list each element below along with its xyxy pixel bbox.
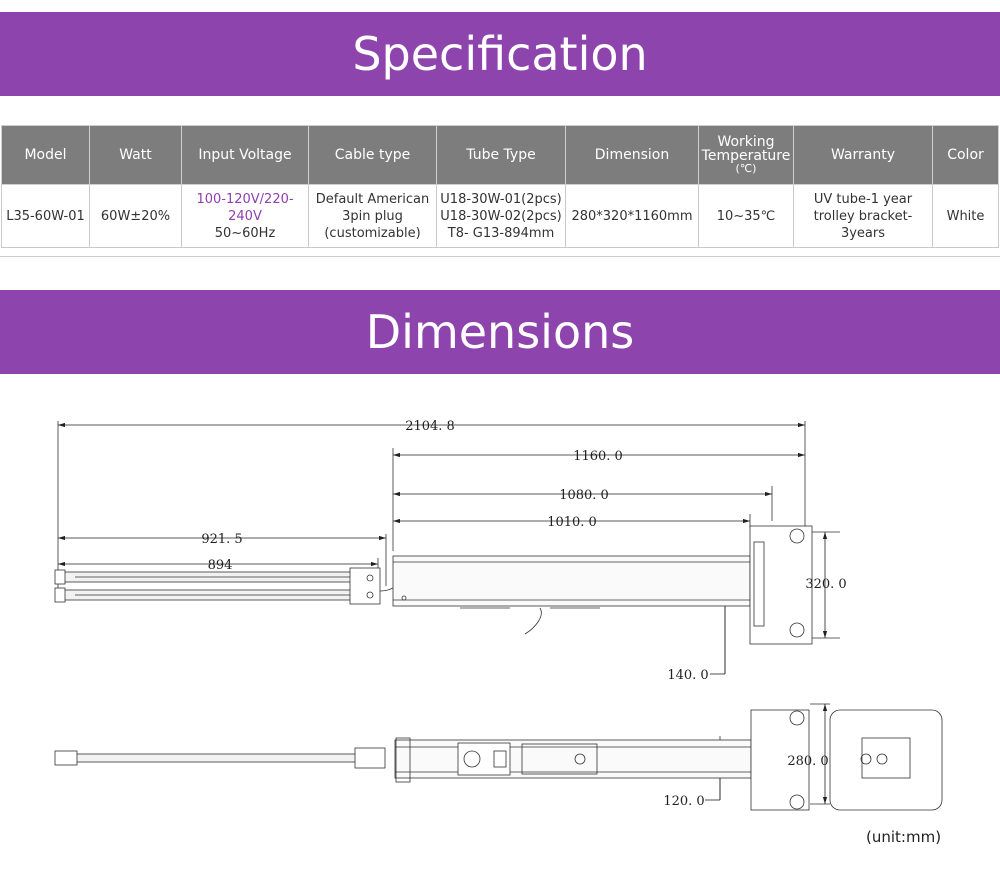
dim-overall-length: 2104. 8 xyxy=(405,419,455,434)
dim-921: 921. 5 xyxy=(201,532,242,547)
header-warranty: Warranty xyxy=(793,125,933,185)
cell-cable-line2: 3pin plug xyxy=(342,208,403,224)
divider-line xyxy=(0,256,1000,257)
table-header-row: Model Watt Input Voltage Cable type Tube… xyxy=(1,125,999,185)
cell-color: White xyxy=(932,184,999,248)
cell-tube: U18-30W-01(2pcs) U18-30W-02(2pcs) T8- G1… xyxy=(436,184,566,248)
specification-banner: Specification xyxy=(0,12,1000,96)
dim-280: 280. 0 xyxy=(787,754,828,769)
cell-cable-line3: (customizable) xyxy=(324,225,421,241)
cell-temperature: 10~35℃ xyxy=(698,184,794,248)
dim-120: 120. 0 xyxy=(663,794,704,809)
dim-1080: 1080. 0 xyxy=(559,488,609,503)
cell-tube-line1: U18-30W-01(2pcs) xyxy=(440,191,562,207)
cell-tube-line2: U18-30W-02(2pcs) xyxy=(440,208,562,224)
cell-cable-line1: Default American xyxy=(315,191,430,207)
header-cable: Cable type xyxy=(308,125,437,185)
header-dimension: Dimension xyxy=(565,125,699,185)
header-voltage: Input Voltage xyxy=(181,125,309,185)
cell-warranty-line1: UV tube-1 year xyxy=(813,191,913,207)
header-working-line2: Temperature xyxy=(701,148,791,164)
lamp-body-side-view xyxy=(54,709,943,811)
header-tube: Tube Type xyxy=(436,125,566,185)
cell-dimension: 280*320*1160mm xyxy=(565,184,699,248)
cell-warranty-line2: trolley bracket-3years xyxy=(813,208,913,241)
unit-label: (unit:mm) xyxy=(866,828,942,846)
dim-1010: 1010. 0 xyxy=(547,515,597,530)
cell-voltage-frequency: 50~60Hz xyxy=(214,225,276,241)
spec-table: Model Watt Input Voltage Cable type Tube… xyxy=(1,125,999,248)
header-model: Model xyxy=(1,125,90,185)
cell-warranty: UV tube-1 year trolley bracket-3years xyxy=(793,184,933,248)
header-color: Color xyxy=(932,125,999,185)
header-working-line1: Working xyxy=(717,134,775,150)
cell-tube-line3: T8- G13-894mm xyxy=(447,225,555,241)
lamp-body-top-view xyxy=(392,525,813,645)
cell-voltage: 100-120V/220-240V 50~60Hz xyxy=(181,184,309,248)
cell-model: L35-60W-01 xyxy=(1,184,90,248)
cell-voltage-range: 100-120V/220-240V xyxy=(196,191,294,224)
cell-cable: Default American 3pin plug (customizable… xyxy=(308,184,437,248)
cell-watt: 60W±20% xyxy=(89,184,182,248)
dimension-drawing: 2104. 8 1160. 0 1080. 0 1010. 0 921. 5 8… xyxy=(54,419,943,811)
dim-894: 894 xyxy=(208,558,233,573)
dim-320: 320. 0 xyxy=(805,577,846,592)
dim-1160: 1160. 0 xyxy=(573,449,623,464)
tube-drawing xyxy=(54,567,409,605)
table-row: L35-60W-01 60W±20% 100-120V/220-240V 50~… xyxy=(1,184,999,248)
header-working-unit: (℃) xyxy=(735,162,757,175)
dimensions-banner: Dimensions xyxy=(0,290,1000,374)
header-watt: Watt xyxy=(89,125,182,185)
dim-140: 140. 0 xyxy=(667,668,708,683)
header-working-temperature: Working Temperature (℃) xyxy=(698,125,794,185)
